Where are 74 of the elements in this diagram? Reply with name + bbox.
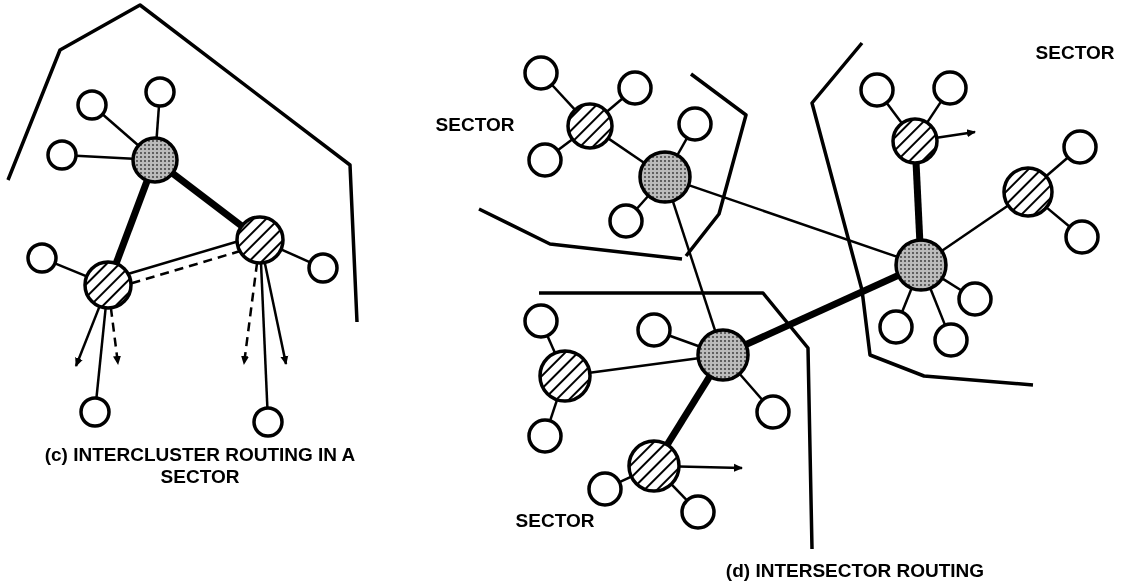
open-circle — [79, 396, 111, 428]
connector-line — [550, 83, 576, 111]
dashed-arrow — [241, 262, 259, 365]
open-circle — [677, 106, 713, 142]
thick-line — [744, 272, 900, 348]
thick-line — [912, 162, 924, 241]
sector-label: SECTOR — [434, 114, 516, 136]
stippled-circle — [894, 238, 948, 292]
arrow — [678, 463, 743, 472]
open-circle — [1064, 219, 1100, 255]
open-circle — [252, 406, 284, 438]
open-circle — [636, 312, 672, 348]
connector-line — [155, 105, 161, 139]
open-circle — [144, 76, 176, 108]
hatched-circle — [1002, 166, 1054, 218]
connector-line — [259, 262, 269, 409]
open-circle — [1062, 129, 1098, 165]
hatched-circle — [627, 439, 681, 493]
arrow — [74, 305, 101, 367]
connector-line — [738, 372, 764, 401]
figure-caption: (d) INTERSECTOR ROUTING — [724, 560, 986, 582]
open-circle — [527, 418, 563, 454]
open-circle — [755, 394, 791, 430]
figure-caption: (c) INTERCLUSTER ROUTING IN A SECTOR — [43, 444, 357, 488]
open-circle — [307, 252, 339, 284]
connector-line — [548, 399, 559, 422]
thick-line — [664, 374, 713, 447]
open-circle — [46, 139, 78, 171]
open-circle — [587, 471, 623, 507]
connector-line — [900, 287, 913, 313]
open-circle — [957, 281, 993, 317]
hatched-circle — [538, 349, 592, 403]
dashed-arrow — [109, 307, 121, 365]
sector-label: SECTOR — [514, 510, 596, 532]
connector-line — [941, 277, 963, 292]
sector-label: SECTOR — [1034, 42, 1116, 64]
connector-line — [95, 307, 107, 399]
open-circle — [26, 242, 58, 274]
hatched-circle — [891, 117, 939, 165]
connector-line — [606, 97, 624, 113]
connector-line — [885, 102, 903, 125]
stippled-circle — [131, 136, 179, 184]
connector-line — [940, 204, 1009, 252]
open-circle — [617, 70, 653, 106]
connector-line — [607, 137, 646, 164]
open-circle — [933, 322, 969, 358]
open-circle — [523, 303, 559, 339]
thick-line — [112, 179, 151, 265]
thick-line — [170, 170, 244, 229]
connector-line — [1045, 156, 1069, 178]
hatched-circle — [83, 260, 133, 310]
stippled-circle — [696, 328, 750, 382]
open-circle — [523, 55, 559, 91]
hatched-circle — [566, 102, 614, 150]
arrow — [263, 262, 289, 365]
open-circle — [527, 142, 563, 178]
dashed-line — [131, 250, 240, 285]
connector-line — [670, 483, 688, 502]
connector-line — [128, 240, 237, 275]
open-circle — [878, 309, 914, 345]
open-circle — [680, 494, 716, 530]
connector-line — [671, 200, 717, 332]
connector-line — [546, 335, 557, 354]
stippled-circle — [638, 150, 692, 204]
connector-line — [557, 138, 574, 152]
open-circle — [932, 70, 968, 106]
connector-line — [1045, 206, 1071, 228]
hatched-circle — [235, 215, 285, 265]
connector-line — [676, 137, 689, 156]
open-circle — [859, 72, 895, 108]
open-circle — [608, 203, 644, 239]
connector-line — [926, 100, 943, 124]
open-circle — [76, 89, 108, 121]
connector-line — [101, 113, 140, 147]
